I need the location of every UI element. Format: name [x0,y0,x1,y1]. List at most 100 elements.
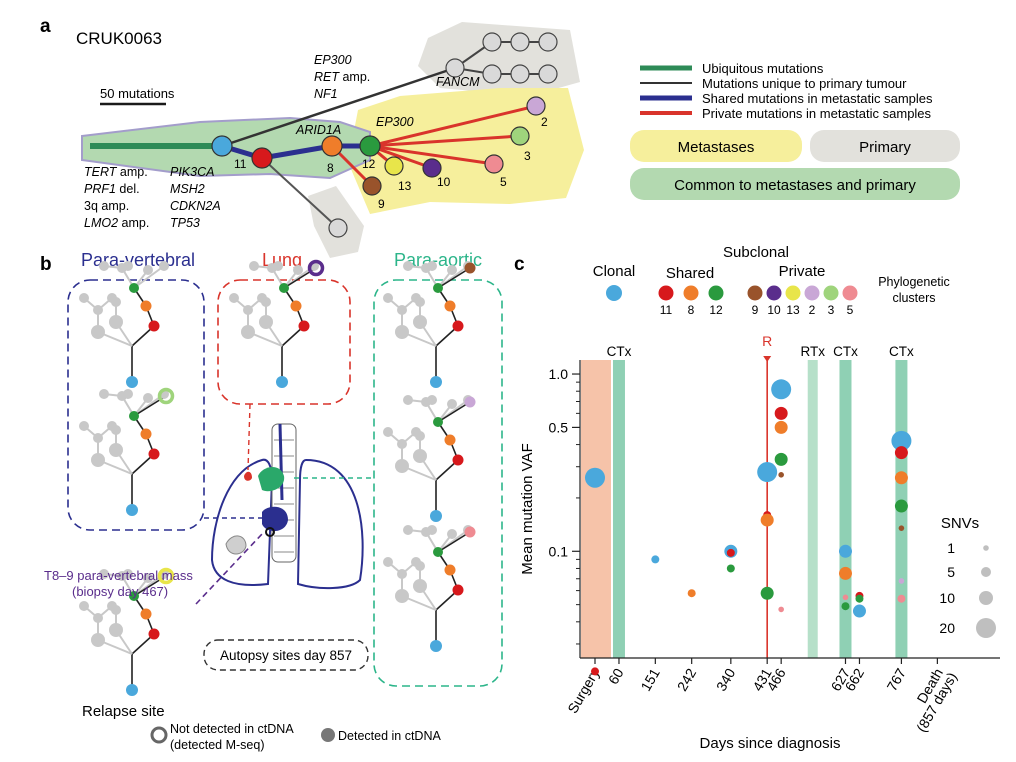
tree-para-vertebral-2 [79,387,175,516]
legend-box-common-label: Common to metastases and primary [674,177,916,194]
trunk-gene-1: TERT amp. [84,165,148,179]
point-2-day-767 [898,578,905,584]
node-8 [321,135,343,157]
node-3 [510,126,530,146]
tree-edge [437,267,471,289]
tree-node-ring [157,387,175,405]
point-12-day-340 [726,564,735,573]
tree-grey-node [293,265,303,275]
tree-grey-node [397,569,407,579]
point-8-day-627 [838,566,852,580]
point-clonal-day-767 [891,430,912,451]
tree-node-clonal [126,504,138,516]
y-tick-label-2: 0.1 [549,543,569,559]
tree-node-8 [444,434,456,446]
tree-grey-node [109,623,123,637]
snv-size-dot-1 [983,545,989,551]
legend-label-private: Private mutations in metastatic samples [702,106,932,121]
point-12-day-627 [841,602,850,611]
edge-11-8 [261,143,333,161]
node-primary-top-6 [538,64,558,84]
node-13 [384,156,404,176]
phylo-label-2: clusters [892,291,935,305]
tree-node-12 [433,547,443,557]
trunk-gene-7: CDKN2A [170,199,221,213]
y-tick-label-0: 1.0 [549,366,569,382]
tree-node-12 [129,283,139,293]
lung-box [217,279,351,405]
x-tick-label-9: 767 [883,665,909,693]
right-lung [296,458,364,590]
label-2: 2 [541,115,548,129]
tree-node-12 [279,283,289,293]
tree-relapse [79,567,175,696]
tree-edge [133,265,165,289]
mass-label-1: T8–9 para-vertebral mass [44,568,193,583]
tree-grey-node [79,293,89,303]
detected-label: Detected in ctDNA [338,729,441,743]
x-tick-label-1: 60 [605,665,627,687]
point-11-day-340 [726,548,735,557]
legend-dot-cluster-13 [785,285,801,301]
tree-grey-node [99,389,109,399]
biopsy-site [265,527,275,537]
node-primary-bottom [328,218,348,238]
node-primary-top-4 [482,64,502,84]
point-9-day-767 [898,525,905,531]
node-clonal [211,135,233,157]
trunk-gene-2: PRF1 del. [84,182,140,196]
legend-label-primary: Mutations unique to primary tumour [702,76,907,91]
relapse-label: Relapse site [82,703,165,720]
point-clonal-day-0 [585,467,605,488]
snv-size-title: SNVs [941,515,979,532]
point-5-day-466 [778,606,784,613]
treatment-band-rtx-2 [807,360,818,658]
node-5 [484,154,504,174]
x-tick-label-2: 151 [637,665,663,693]
tree-node-11 [452,584,464,596]
clonal-label: Clonal [593,263,636,280]
tree-grey-node [383,427,393,437]
point-clonal-day-151 [651,555,660,564]
legend-label-cluster-10: 10 [767,303,781,317]
tree-grey-node [403,261,413,271]
y-tick-label-1: 0.5 [549,419,569,435]
aorta [278,423,284,501]
snv-size-dot-20 [976,618,996,638]
tree-node-8 [140,608,152,620]
private-label: Private [779,263,826,280]
tree-para-aortic-2 [383,395,476,522]
treatment-label-0: CTx [607,344,632,359]
tree-grey-node [261,297,271,307]
para-vertebral-box [67,279,205,531]
metastases-region [348,88,584,214]
tree-grey-node [259,315,273,329]
label-5: 5 [500,175,507,189]
autopsy-label: Autopsy sites day 857 [220,648,352,663]
label-8: 8 [327,161,334,175]
snv-size-dot-10 [979,591,993,605]
legend-dot-cluster-5 [842,285,858,301]
legend-dot-clonal [606,285,622,301]
point-5-day-767 [897,594,906,603]
tree-grey-node [99,569,109,579]
tree-para-vertebral-1 [79,261,169,388]
point-5-day-627 [842,594,849,601]
snv-size-label-5: 5 [947,564,955,580]
legend-label-cluster-13: 13 [786,303,800,317]
legend-label-cluster-9: 9 [752,303,759,317]
tree-node-12 [129,411,139,421]
tree-grey-node [395,325,409,339]
tree-edge [437,531,471,553]
edge-12-3 [369,134,521,148]
tree-grey-node [249,261,259,271]
tree-grey-node [109,443,123,457]
point-clonal-day-627 [838,544,852,558]
body-diagram [195,403,374,605]
point-8-day-466 [774,420,788,434]
point-8-day-242 [687,589,696,598]
